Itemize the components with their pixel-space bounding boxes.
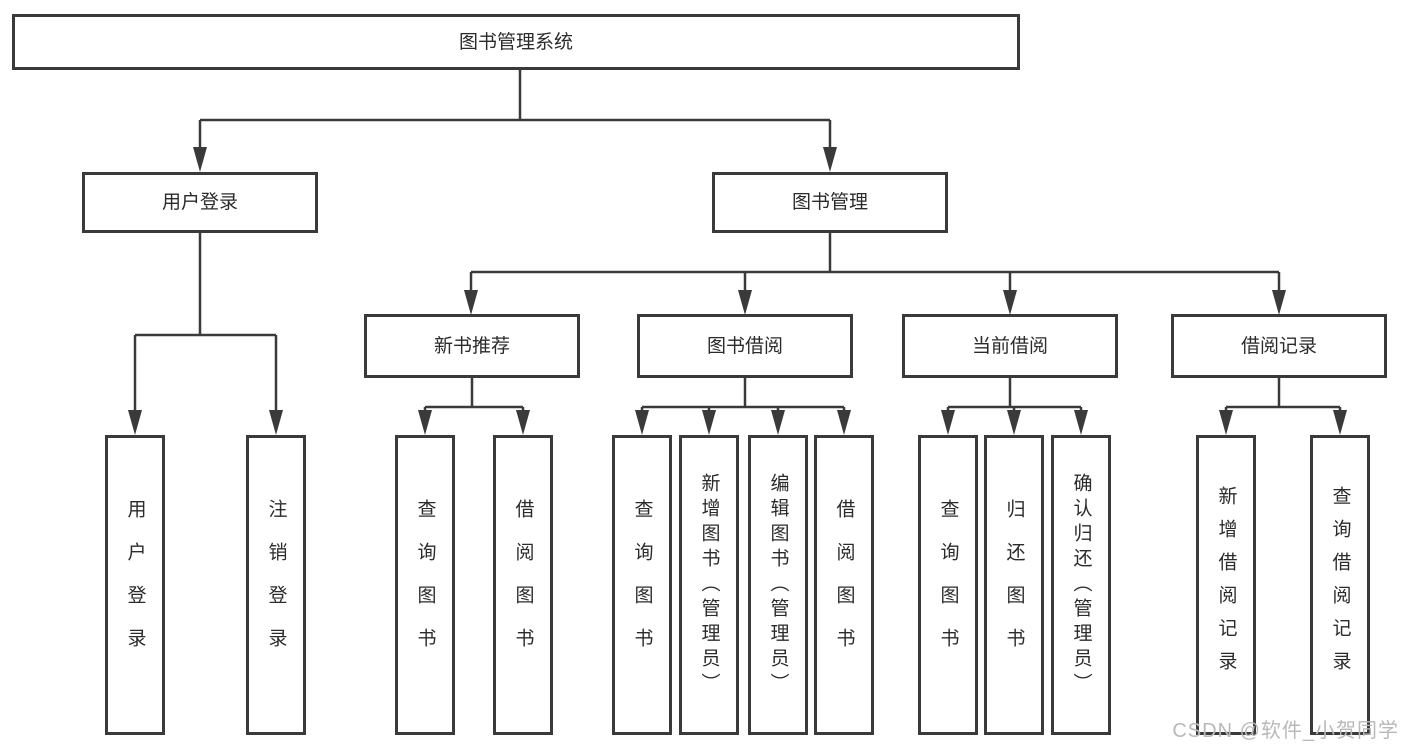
leaf-add-borrow-record-label: 新增借阅记录 [1215, 486, 1237, 684]
node-new-book-recommend-label: 新书推荐 [433, 335, 510, 357]
connector-current-to-leaves [946, 378, 1083, 413]
leaf-add-borrow-record: 新增借阅记录 [1196, 435, 1256, 735]
connector-recommend-to-leaves [423, 378, 525, 413]
arrowhead [1003, 290, 1017, 315]
arrowhead [771, 410, 785, 435]
arrowhead [702, 410, 716, 435]
arrowhead [1074, 410, 1088, 435]
arrowhead [128, 410, 142, 435]
node-root: 图书管理系统 [12, 14, 1020, 70]
leaf-query-borrow-record: 查询借阅记录 [1310, 435, 1370, 735]
leaf-query-books-borrowing: 查询图书 [612, 435, 672, 735]
arrowhead [1219, 410, 1233, 435]
node-borrowing-records-label: 借阅记录 [1240, 335, 1317, 357]
watermark: CSDN @软件_小贺同学 [1172, 720, 1399, 742]
leaf-user-login: 用户登录 [105, 435, 165, 735]
leaf-add-book-admin: 新增图书（管理员） [679, 435, 739, 735]
leaf-add-book-admin-label: 新增图书（管理员） [698, 472, 720, 698]
arrowhead [464, 290, 478, 315]
connector-records-to-leaves [1224, 378, 1342, 413]
leaf-query-books-recommend-label: 查询图书 [414, 499, 436, 671]
arrowhead [418, 410, 432, 435]
leaf-edit-book-admin: 编辑图书（管理员） [748, 435, 808, 735]
leaf-query-books-current-label: 查询图书 [937, 499, 959, 671]
node-new-book-recommend: 新书推荐 [364, 314, 580, 378]
connector-management-to-level3 [469, 233, 1281, 293]
arrowhead [635, 410, 649, 435]
arrowhead [193, 147, 207, 172]
leaf-logout: 注销登录 [246, 435, 306, 735]
node-current-borrowing-label: 当前借阅 [971, 335, 1048, 357]
leaf-logout-label: 注销登录 [265, 499, 287, 671]
connector-borrowing-to-leaves [640, 378, 846, 413]
arrowhead [738, 290, 752, 315]
connector-root-to-level2 [198, 70, 832, 150]
node-book-borrowing-label: 图书借阅 [706, 335, 783, 357]
leaf-borrow-books-borrowing-label: 借阅图书 [833, 499, 855, 671]
arrowhead [269, 410, 283, 435]
leaf-borrow-books-recommend-label: 借阅图书 [512, 499, 534, 671]
node-book-borrowing: 图书借阅 [637, 314, 853, 378]
node-user-login: 用户登录 [82, 172, 318, 233]
node-root-label: 图书管理系统 [458, 31, 573, 53]
leaf-borrow-books-recommend: 借阅图书 [493, 435, 553, 735]
arrowhead [941, 410, 955, 435]
leaf-query-books-recommend: 查询图书 [395, 435, 455, 735]
arrowhead [1333, 410, 1347, 435]
arrowhead [516, 410, 530, 435]
leaf-return-books: 归还图书 [984, 435, 1044, 735]
leaf-query-books-borrowing-label: 查询图书 [631, 499, 653, 671]
leaf-edit-book-admin-label: 编辑图书（管理员） [767, 472, 789, 698]
node-borrowing-records: 借阅记录 [1171, 314, 1387, 378]
leaf-return-books-label: 归还图书 [1003, 499, 1025, 671]
node-book-management-label: 图书管理 [791, 192, 868, 213]
leaf-confirm-return-admin-label: 确认归还（管理员） [1070, 472, 1092, 698]
node-book-management: 图书管理 [712, 172, 948, 233]
leaf-confirm-return-admin: 确认归还（管理员） [1051, 435, 1111, 735]
leaf-borrow-books-borrowing: 借阅图书 [814, 435, 874, 735]
connector-user-to-leaves [133, 233, 278, 413]
leaf-query-books-current: 查询图书 [918, 435, 978, 735]
arrowhead [823, 147, 837, 172]
leaf-query-borrow-record-label: 查询借阅记录 [1329, 486, 1351, 684]
arrowhead [837, 410, 851, 435]
node-user-login-label: 用户登录 [161, 192, 238, 213]
node-current-borrowing: 当前借阅 [902, 314, 1118, 378]
arrowhead [1007, 410, 1021, 435]
arrowhead [1272, 290, 1286, 315]
leaf-user-login-label: 用户登录 [124, 499, 146, 671]
